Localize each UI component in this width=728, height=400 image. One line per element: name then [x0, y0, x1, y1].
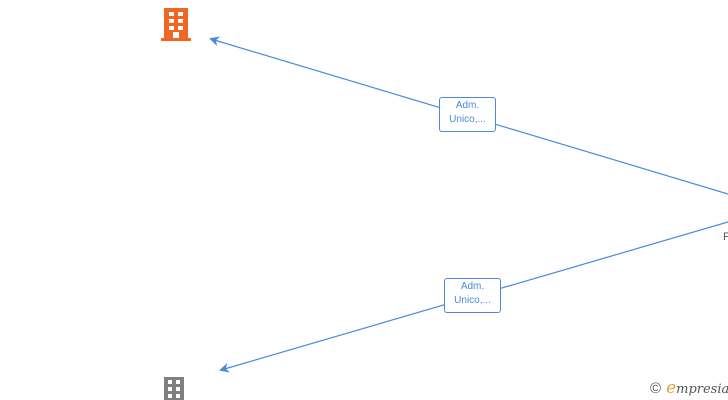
edge-label-line2: Unico,...	[449, 114, 486, 125]
watermark: ©empresia	[650, 378, 728, 398]
edge-label-line2: Unico,...	[454, 295, 491, 306]
edge-label-line1: Adm.	[455, 100, 480, 111]
edge-label-bottom[interactable]: Adm. Unico,...	[444, 278, 501, 313]
brand-logo-text: mpresia	[676, 382, 728, 397]
building-icon[interactable]	[164, 377, 184, 400]
building-icon[interactable]	[161, 8, 191, 41]
copyright-symbol: ©	[650, 380, 662, 397]
edge-label-top[interactable]: Adm. Unico,...	[439, 97, 496, 132]
brand-logo-initial: e	[666, 378, 677, 398]
edge-label-line1: Adm.	[460, 281, 485, 292]
person-node-label[interactable]: F	[723, 231, 728, 243]
